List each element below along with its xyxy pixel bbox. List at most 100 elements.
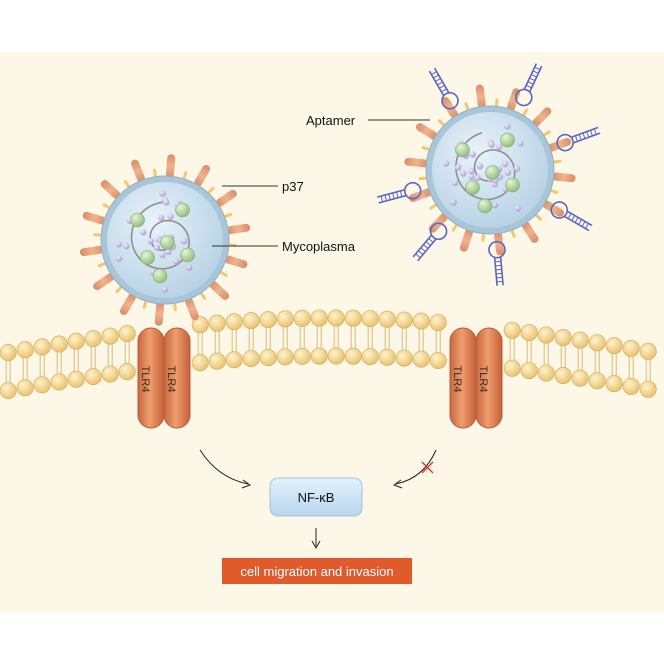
lipid-head — [622, 339, 640, 357]
inhibition-x-icon — [421, 461, 434, 474]
lipid-head — [344, 309, 362, 327]
arrow-icon — [199, 449, 249, 485]
p37-spike — [494, 231, 505, 256]
lipid-head — [118, 363, 136, 381]
lipid-head — [118, 325, 136, 343]
ribosome-particle — [180, 237, 188, 245]
ribosome-particle — [442, 160, 450, 167]
base-pair — [439, 84, 445, 89]
surface-protein — [93, 233, 102, 237]
lipid-head — [0, 344, 17, 362]
ribosome-particle — [123, 242, 130, 250]
outcome-box — [222, 558, 412, 584]
ribosome-particle — [153, 244, 161, 251]
base-pair — [388, 193, 391, 200]
surface-protein — [208, 186, 215, 194]
base-pair — [399, 190, 403, 197]
aptamer-stem — [573, 132, 601, 144]
base-pair — [423, 244, 429, 249]
aptamer-icon — [428, 67, 459, 110]
lipid-head — [378, 310, 396, 328]
lipid-head — [588, 372, 606, 390]
base-pair — [578, 134, 582, 141]
inclusion-body — [465, 180, 480, 195]
aptamer-stem — [523, 63, 538, 90]
base-pair — [417, 250, 424, 256]
lipid-head — [554, 328, 572, 346]
surface-protein — [123, 180, 130, 188]
inclusion-body — [180, 247, 195, 263]
lipid-head — [503, 359, 521, 377]
p37-spike — [551, 172, 576, 183]
base-pair — [581, 221, 586, 227]
lipid-head — [639, 380, 657, 398]
base-pair — [428, 238, 434, 243]
p37-spike — [475, 84, 486, 109]
base-pair — [531, 74, 537, 78]
inclusion-body — [175, 202, 190, 218]
p37-spike — [82, 211, 106, 225]
lipid-bilayer — [0, 309, 657, 400]
ribosome-particle — [167, 213, 174, 220]
inclusion-body — [130, 212, 145, 228]
lipid-head — [33, 376, 51, 394]
lipid-head — [50, 373, 68, 391]
ribosome-particle — [504, 169, 512, 176]
lipid-head — [208, 352, 226, 370]
base-pair — [495, 264, 502, 267]
ribosome-particle — [452, 179, 459, 187]
base-pair — [384, 194, 387, 201]
aptamer-stem — [571, 126, 599, 138]
base-pair — [496, 272, 503, 275]
aptamer-stem — [428, 70, 445, 96]
ribosome-particle — [161, 286, 168, 293]
base-pair — [415, 253, 421, 259]
ribosome-particle — [140, 229, 147, 236]
ribosome-particle — [517, 140, 524, 147]
base-pair — [441, 88, 447, 93]
surface-protein — [438, 119, 445, 126]
nfkb-label: NF-κB — [298, 490, 335, 505]
lipid-head — [537, 364, 555, 382]
ribosome-particle — [173, 258, 180, 265]
lipid-head — [571, 331, 589, 349]
lipid-head — [50, 335, 68, 353]
surface-protein — [535, 214, 542, 221]
inclusion-body — [477, 198, 493, 214]
lipid-head — [361, 310, 379, 328]
ribosome-particle — [115, 255, 123, 262]
lipid-head — [327, 309, 345, 327]
p37-spike — [521, 221, 539, 243]
base-pair — [525, 84, 532, 89]
base-pair — [582, 132, 586, 139]
surface-protein — [550, 189, 559, 194]
ribosome-particle — [147, 237, 154, 245]
lipid-head — [293, 347, 311, 365]
inclusion-body — [485, 165, 500, 180]
tlr4-receptor-left: TLR4 TLR4 — [137, 327, 191, 429]
base-pair — [494, 260, 502, 263]
aptamer-stem — [499, 257, 504, 286]
ribosome-particle — [468, 167, 475, 175]
lipid-head — [242, 350, 260, 368]
mycoplasma-label: Mycoplasma — [282, 239, 356, 254]
aptamer-loop — [403, 181, 422, 200]
inhibited-arrow — [395, 449, 437, 485]
lipid-head — [191, 354, 209, 372]
mycoplasma-cell — [79, 154, 251, 326]
p37-spike — [93, 273, 115, 291]
lipid-head — [537, 326, 555, 344]
base-pair — [496, 280, 503, 283]
p37-spike — [185, 297, 199, 321]
aptamer-loop — [488, 240, 506, 259]
p37-spike — [226, 223, 251, 235]
lipid-head — [605, 375, 623, 393]
ribosome-particle — [185, 264, 193, 271]
lipid-head — [605, 337, 623, 355]
surface-protein — [429, 204, 437, 210]
lipid-head — [259, 349, 277, 367]
surface-protein — [153, 168, 157, 177]
lipid-head — [16, 341, 34, 359]
ribosome-particle — [513, 165, 521, 172]
surface-protein — [421, 146, 430, 151]
